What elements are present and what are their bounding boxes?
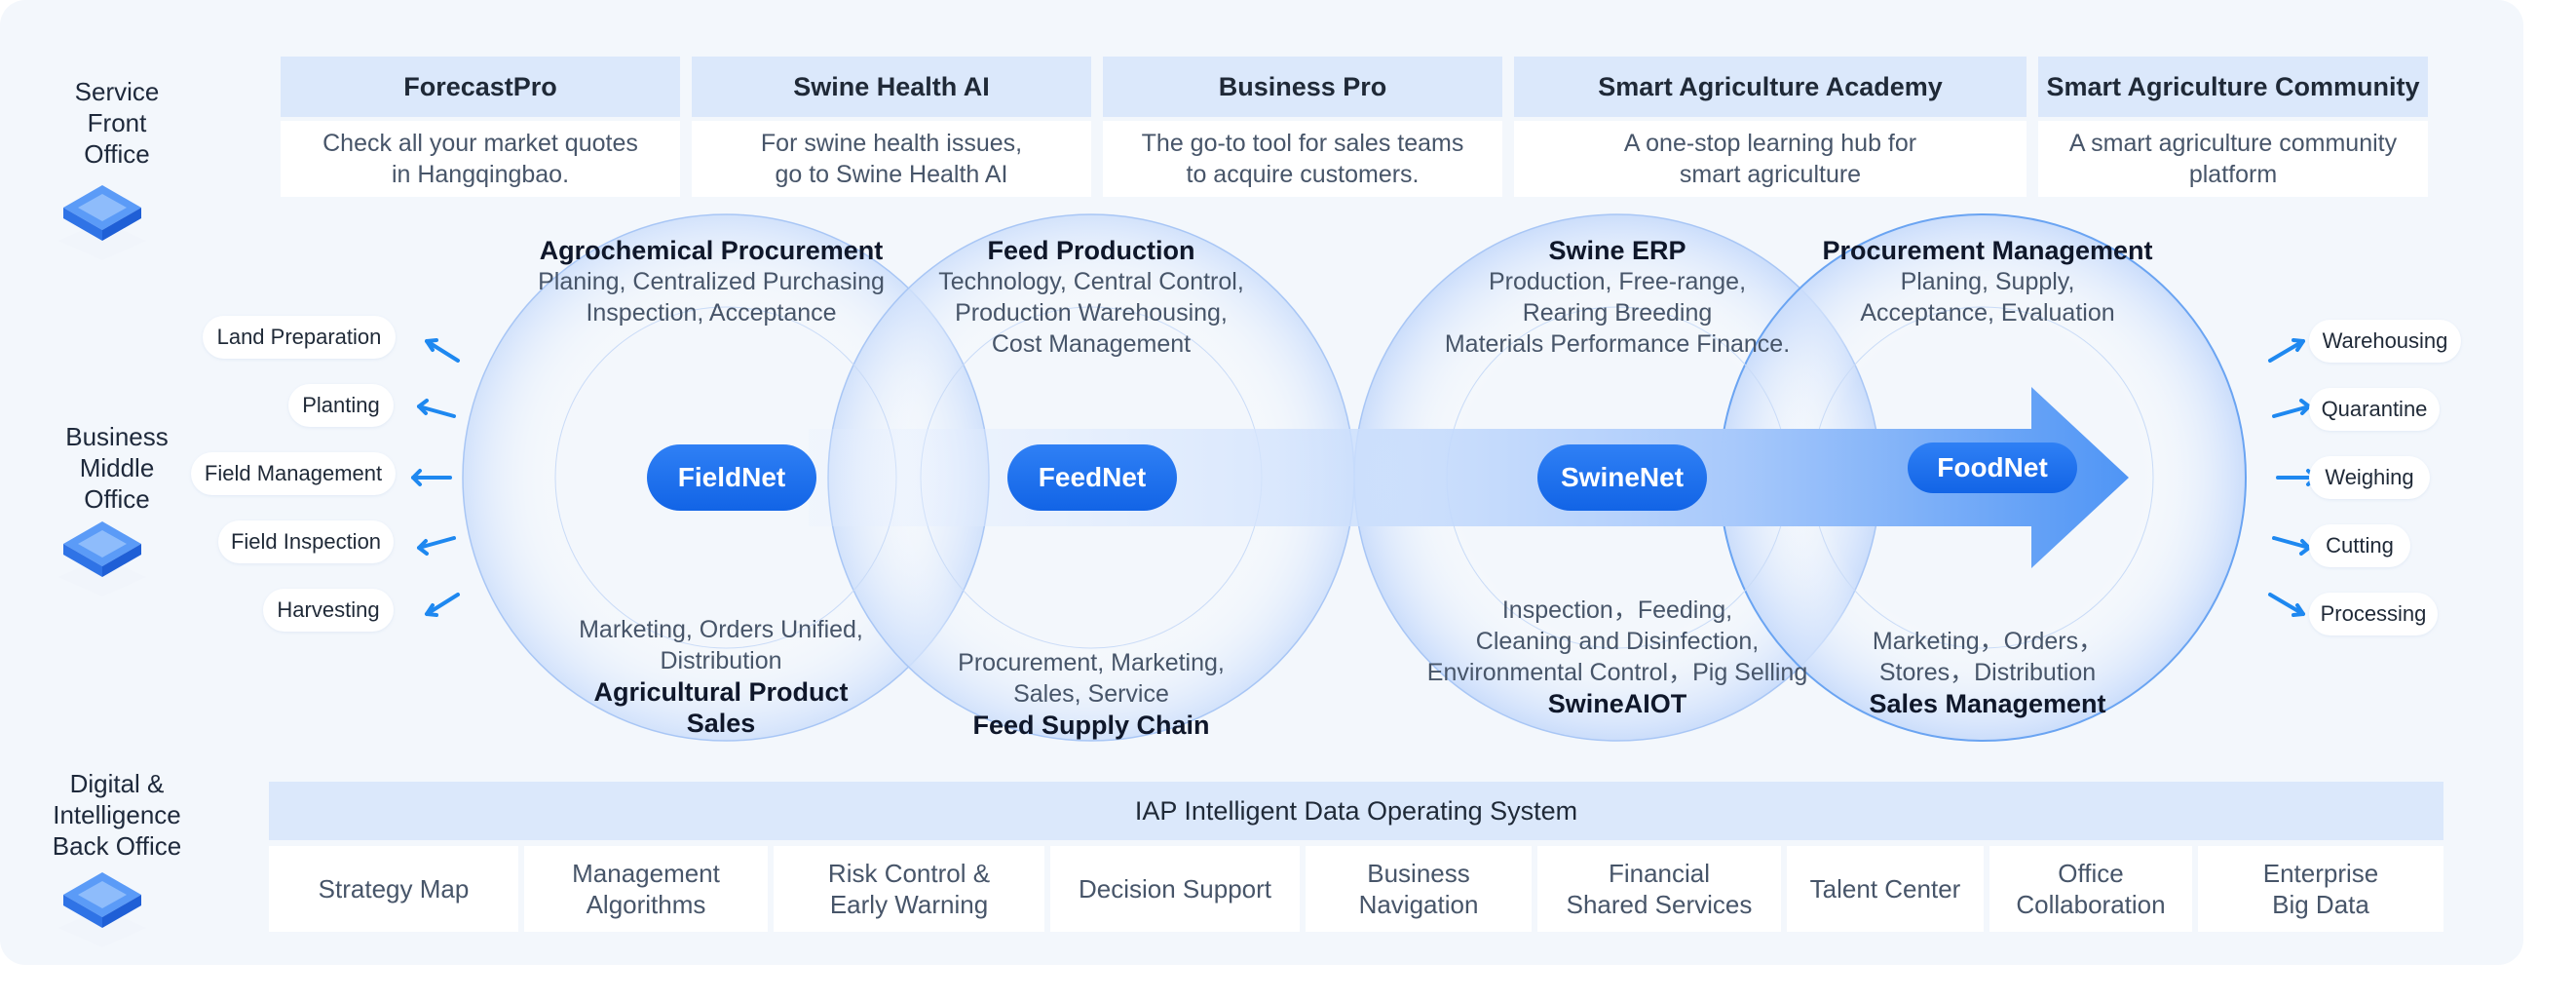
back-item-decision-support[interactable]: Decision Support <box>1050 846 1300 932</box>
back-office-label: Digital & Intelligence Back Office <box>52 769 182 861</box>
middle-office-label: Business Middle Office <box>65 422 169 514</box>
front-card-title: Swine Health AI <box>692 57 1091 117</box>
tag-processing[interactable]: Processing <box>2309 593 2438 635</box>
tag-harvesting[interactable]: Harvesting <box>263 589 394 632</box>
front-card-business-pro[interactable]: Business Pro The go-to tool for sales te… <box>1103 57 1502 197</box>
procurement-management-title: Procurement Management <box>1822 236 2153 265</box>
feed-production-desc: Technology, Central Control, Production … <box>938 268 1244 358</box>
back-item-risk-control[interactable]: Risk Control & Early Warning <box>774 846 1044 932</box>
swine-erp-desc: Production, Free-range, Rearing Breeding… <box>1444 268 1791 358</box>
right-arrow-icon <box>2268 338 2305 363</box>
back-item-talent-center[interactable]: Talent Center <box>1787 846 1984 932</box>
front-card-swine-health-ai[interactable]: Swine Health AI For swine health issues,… <box>692 57 1091 197</box>
tag-field-management[interactable]: Field Management <box>191 452 396 495</box>
sales-management-desc: Marketing，Orders， Stores，Distribution <box>1872 628 2103 686</box>
tag-planting[interactable]: Planting <box>288 384 394 427</box>
tag-cutting[interactable]: Cutting <box>2309 524 2410 567</box>
middle-office-section: Business Middle Office <box>44 421 190 515</box>
swineaiot-title: SwineAIOT <box>1547 689 1687 718</box>
sales-management-title: Sales Management <box>1869 689 2106 718</box>
feed-supply-chain-title: Feed Supply Chain <box>972 711 1210 740</box>
tag-field-inspection[interactable]: Field Inspection <box>218 520 394 563</box>
front-card-desc: Check all your market quotes in Hangqing… <box>281 121 680 197</box>
left-arrow-icon <box>417 399 456 418</box>
front-office-label: Service Front Office <box>74 77 160 169</box>
swineaiot-desc: Inspection，Feeding, Cleaning and Disinfe… <box>1426 596 1808 686</box>
right-arrow-icon <box>2272 399 2311 418</box>
fieldnet-pill[interactable]: FieldNet <box>647 444 816 511</box>
feednet-pill[interactable]: FeedNet <box>1007 444 1177 511</box>
left-arrow-icon <box>411 469 452 486</box>
back-office-section: Digital & Intelligence Back Office <box>44 768 190 862</box>
agrochemical-procurement-desc: Planing, Centralized Purchasing Inspecti… <box>538 268 885 327</box>
front-office-icon <box>58 185 146 260</box>
front-card-desc: A smart agriculture community platform <box>2038 121 2428 197</box>
left-arrow-icon <box>417 536 456 556</box>
back-office-icon <box>58 872 146 947</box>
back-item-enterprise-big-data[interactable]: Enterprise Big Data <box>2198 846 2443 932</box>
feed-production-title: Feed Production <box>987 236 1195 265</box>
feed-supply-chain-desc: Procurement, Marketing, Sales, Service <box>958 649 1225 708</box>
left-arrow-icon <box>425 593 460 617</box>
tag-land-preparation[interactable]: Land Preparation <box>203 316 396 359</box>
back-item-business-navigation[interactable]: Business Navigation <box>1306 846 1532 932</box>
back-item-management-algorithms[interactable]: Management Algorithms <box>524 846 768 932</box>
front-card-smart-agriculture-community[interactable]: Smart Agriculture Community A smart agri… <box>2038 57 2428 197</box>
flow-arrow <box>809 387 2129 568</box>
front-card-desc: The go-to tool for sales teams to acquir… <box>1103 121 1502 197</box>
front-card-desc: For swine health issues, go to Swine Hea… <box>692 121 1091 197</box>
front-card-title: Business Pro <box>1103 57 1502 117</box>
front-card-forecastpro[interactable]: ForecastPro Check all your market quotes… <box>281 57 680 197</box>
foodnet-pill[interactable]: FoodNet <box>1908 442 2077 493</box>
right-arrow-icon <box>2272 536 2311 556</box>
front-card-desc: A one-stop learning hub for smart agricu… <box>1514 121 2027 197</box>
tag-weighing[interactable]: Weighing <box>2309 456 2430 499</box>
front-office-section: Service Front Office <box>44 76 190 170</box>
agricultural-product-sales-desc: Marketing, Orders Unified, Distribution <box>579 616 863 674</box>
procurement-management-desc: Planing, Supply, Acceptance, Evaluation <box>1860 268 2115 327</box>
agricultural-product-sales-title: Agricultural Product Sales <box>593 677 849 738</box>
swine-erp-title: Swine ERP <box>1548 236 1686 265</box>
front-card-title: Smart Agriculture Academy <box>1514 57 2027 117</box>
front-card-title: Smart Agriculture Community <box>2038 57 2428 117</box>
agrochemical-procurement-title: Agrochemical Procurement <box>539 236 884 265</box>
back-item-office-collaboration[interactable]: Office Collaboration <box>1989 846 2192 932</box>
iap-system-header: IAP Intelligent Data Operating System <box>269 782 2443 840</box>
front-card-title: ForecastPro <box>281 57 680 117</box>
front-card-smart-agriculture-academy[interactable]: Smart Agriculture Academy A one-stop lea… <box>1514 57 2027 197</box>
right-arrow-icon <box>2268 593 2305 617</box>
back-item-financial-shared-services[interactable]: Financial Shared Services <box>1537 846 1781 932</box>
middle-office-icon <box>58 521 146 596</box>
tag-warehousing[interactable]: Warehousing <box>2309 320 2461 363</box>
swinenet-pill[interactable]: SwineNet <box>1537 444 1707 511</box>
tag-quarantine[interactable]: Quarantine <box>2309 388 2440 431</box>
left-arrow-icon <box>425 338 460 363</box>
back-item-strategy-map[interactable]: Strategy Map <box>269 846 518 932</box>
